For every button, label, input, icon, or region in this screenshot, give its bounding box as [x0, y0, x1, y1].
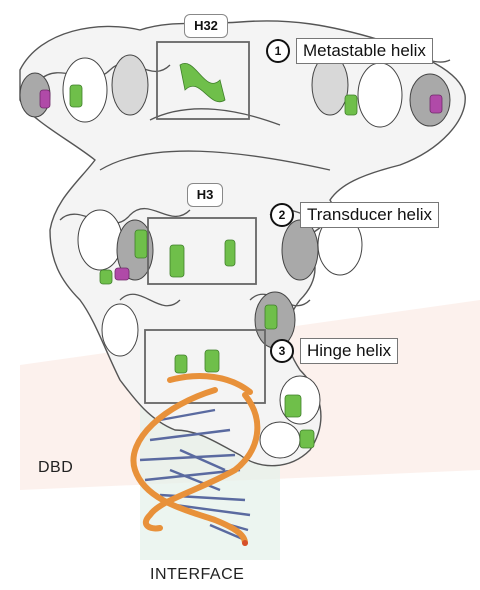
transducer-helix-label: Transducer helix: [300, 202, 440, 228]
green-highlights: [69, 62, 358, 449]
metastable-helix-label: Metastable helix: [296, 38, 433, 64]
interface-label: INTERFACE: [150, 566, 245, 583]
callout-number-1: 1: [266, 39, 290, 63]
dbd-label: DBD: [38, 459, 74, 476]
hinge-helix-label: Hinge helix: [300, 338, 399, 364]
dna-backbone: [130, 373, 261, 546]
hinge-helix-box: [144, 329, 266, 404]
region-boxes: [144, 41, 266, 404]
transducer-helix-box: [147, 217, 257, 285]
metastable-helix-box: [156, 41, 250, 120]
callout-transducer-helix: 2 Transducer helix: [270, 202, 440, 228]
dna-helix: [130, 373, 261, 546]
h32-tag: H32: [184, 14, 228, 38]
callout-hinge-helix: 3 Hinge helix: [270, 338, 399, 364]
h3-tag: H3: [187, 183, 223, 207]
dna-end-marker: [242, 540, 248, 546]
purple-highlights: [39, 89, 443, 281]
callout-metastable-helix: 1 Metastable helix: [266, 38, 433, 64]
callout-number-3: 3: [270, 339, 294, 363]
callout-number-2: 2: [270, 203, 294, 227]
